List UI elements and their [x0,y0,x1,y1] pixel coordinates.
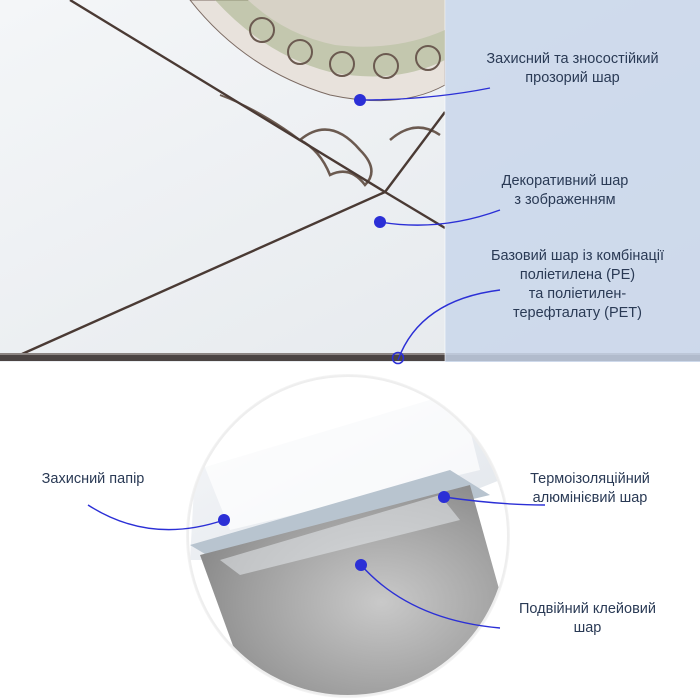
label-line: з зображенням [514,192,616,208]
top-callouts [359,87,501,361]
label-protective-paper: Захисний папір [18,470,168,489]
label-line: та поліетилен- [528,286,627,302]
label-base-layer: Базовий шар із комбінації поліетилена (P… [460,247,695,323]
transparent-layer-overlay [445,0,700,362]
label-line: алюмінієвий шар [532,490,648,506]
label-decorative-layer: Декоративний шар з зображенням [470,172,660,210]
label-line: Захисний папір [41,471,145,487]
label-line: терефталату (PET) [513,305,642,321]
label-protective-layer: Захисний та зносостійкий прозорий шар [455,50,690,88]
tile-closeup [0,0,700,362]
callout-dot-protective-paper [218,514,230,526]
label-line: шар [573,620,602,636]
label-line: прозорий шар [525,70,620,86]
tile-grout-lines [21,0,446,356]
label-line: поліетилена (PE) [519,267,636,283]
magnifier-circle [186,374,510,698]
label-aluminium-layer: Термоізоляційний алюмінієвий шар [505,470,675,508]
label-line: Захисний та зносостійкий [486,51,659,67]
label-line: Декоративний шар [501,173,629,189]
base-layer-edge [0,354,700,361]
callout-ring-base-layer [391,351,405,365]
ornament-medallion [189,0,446,187]
aluminium-layer [190,470,490,560]
label-adhesive-layer: Подвійний клейовий шар [490,600,685,638]
callout-dot-protective-layer [354,94,366,106]
bottom-callouts [87,496,546,629]
callout-dot-decorative-layer [374,216,386,228]
callout-dot-aluminium-layer [438,491,450,503]
label-line: Подвійний клейовий [519,601,656,617]
label-line: Базовий шар із комбінації [490,248,665,264]
label-line: Термоізоляційний [530,471,650,487]
callout-dot-adhesive-layer [355,559,367,571]
